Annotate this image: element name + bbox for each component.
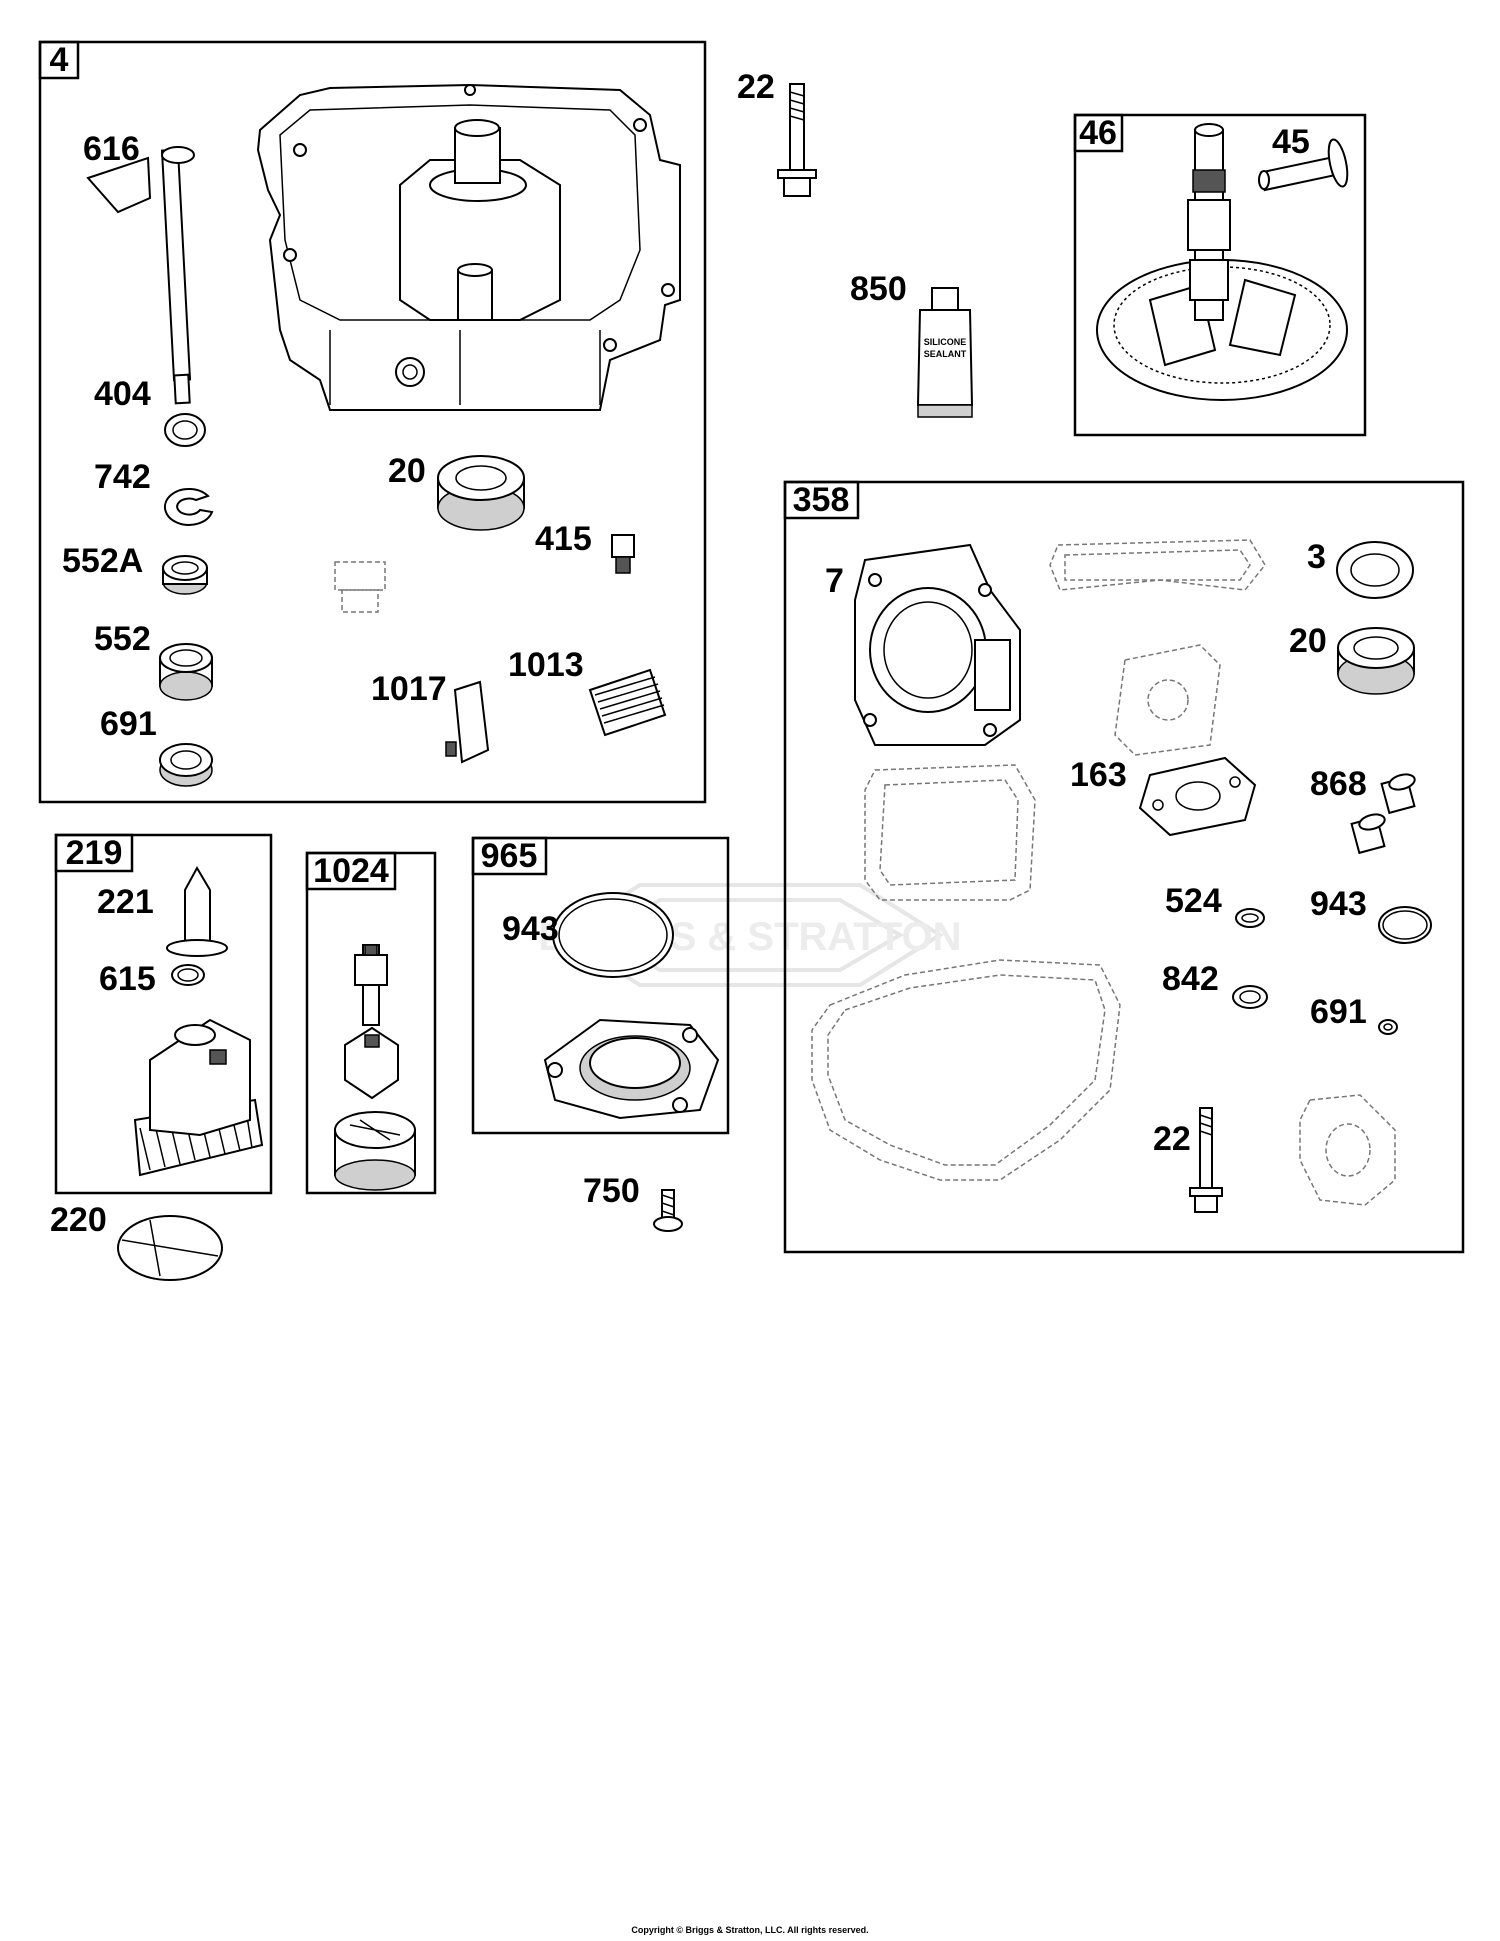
head-gasket-part[interactable] — [854, 543, 1021, 746]
box-label-358: 358 — [793, 481, 850, 519]
label-850: 850 — [850, 270, 907, 308]
label-20-358: 20 — [1289, 622, 1327, 660]
box-label-219: 219 — [66, 834, 123, 872]
label-868: 868 — [1310, 765, 1367, 803]
crank-seal-part[interactable] — [437, 455, 525, 531]
governor-spool-part[interactable] — [166, 865, 228, 957]
carburetor-gasket-part[interactable] — [1138, 756, 1257, 837]
tube-text-2: SEALANT — [924, 349, 967, 359]
governor-gear-part[interactable] — [133, 1018, 264, 1177]
label-45: 45 — [1272, 123, 1310, 161]
tube-text-1: SILICONE — [924, 337, 967, 347]
label-691: 691 — [100, 705, 157, 743]
oil-pump-housing-part[interactable] — [334, 1111, 416, 1191]
bolt-part[interactable] — [777, 83, 817, 197]
intake-gasket-part[interactable] — [1114, 644, 1221, 756]
label-691-358: 691 — [1310, 993, 1367, 1031]
label-404: 404 — [94, 375, 151, 413]
label-616: 616 — [83, 130, 140, 168]
bolt-358-part[interactable] — [1189, 1107, 1223, 1213]
label-20: 20 — [388, 452, 426, 490]
crank-seal-358-part[interactable] — [1337, 627, 1415, 695]
label-842: 842 — [1162, 960, 1219, 998]
box-label-4: 4 — [50, 41, 69, 79]
filter-screen-part[interactable] — [445, 680, 490, 764]
silicone-tube-part[interactable]: SILICONE SEALANT — [916, 287, 974, 418]
oil-slinger-part[interactable] — [117, 1215, 223, 1281]
box-label-1024: 1024 — [313, 852, 389, 890]
label-22: 22 — [737, 68, 775, 106]
label-3: 3 — [1307, 538, 1326, 576]
sump-gasket-part[interactable] — [811, 959, 1121, 1181]
box-219: 219 — [54, 833, 273, 1195]
governor-shaft-part[interactable] — [86, 146, 195, 405]
dipstick-tube-part[interactable] — [588, 668, 667, 737]
box-4: 4 — [38, 40, 707, 804]
o-ring-965-part[interactable] — [552, 892, 674, 978]
oil-seal-3-part[interactable] — [1336, 541, 1414, 599]
label-943-358: 943 — [1310, 885, 1367, 923]
label-524: 524 — [1165, 882, 1222, 920]
plug-part[interactable] — [611, 534, 635, 574]
label-552a: 552A — [62, 542, 143, 580]
breather-gasket-part[interactable] — [864, 764, 1036, 901]
label-552: 552 — [94, 620, 151, 658]
valve-cover-gasket-part[interactable] — [1049, 539, 1266, 591]
small-seal-691-part[interactable] — [1378, 1019, 1398, 1035]
washer-part[interactable] — [164, 413, 206, 447]
valve-seal-part[interactable] — [1350, 772, 1417, 855]
copyright-text: Copyright © Briggs & Stratton, LLC. All … — [631, 1925, 869, 1935]
dashed-cover-part[interactable] — [1299, 1094, 1396, 1206]
pin-part[interactable] — [1258, 138, 1351, 192]
e-clip-part[interactable] — [163, 488, 214, 526]
label-7: 7 — [825, 562, 844, 600]
box-1024: 1024 — [305, 851, 437, 1195]
box-358: 358 — [783, 480, 1465, 1254]
label-415: 415 — [535, 520, 592, 558]
oil-seal-part[interactable] — [159, 743, 213, 787]
label-22-358: 22 — [1153, 1120, 1191, 1158]
camshaft-part[interactable] — [1096, 123, 1348, 401]
label-742: 742 — [94, 458, 151, 496]
o-ring-524-part[interactable] — [1235, 908, 1265, 928]
o-ring-842-part[interactable] — [1232, 985, 1268, 1009]
oil-pump-cover-part[interactable] — [543, 1018, 720, 1120]
crankcase-cover-part[interactable] — [256, 83, 681, 411]
label-221: 221 — [97, 883, 154, 921]
box-965: 965 — [471, 836, 730, 1135]
bushing-part[interactable] — [162, 555, 208, 595]
retainer-ring-part[interactable] — [171, 964, 205, 986]
box-label-965: 965 — [481, 837, 538, 875]
oil-pump-shaft-part[interactable] — [354, 944, 388, 1026]
label-1017: 1017 — [371, 670, 447, 708]
label-220: 220 — [50, 1201, 107, 1239]
o-ring-943-part[interactable] — [1378, 906, 1432, 944]
label-163: 163 — [1070, 756, 1127, 794]
screw-part[interactable] — [653, 1189, 683, 1232]
label-943: 943 — [502, 910, 559, 948]
dashed-plug-part[interactable] — [334, 561, 386, 613]
oil-pump-rotor-part[interactable] — [344, 1026, 399, 1100]
box-label-46: 46 — [1079, 114, 1117, 152]
label-1013: 1013 — [508, 646, 584, 684]
box-46: 46 — [1073, 113, 1367, 437]
label-750: 750 — [583, 1172, 640, 1210]
label-615: 615 — [99, 960, 156, 998]
seal-part[interactable] — [159, 643, 213, 701]
